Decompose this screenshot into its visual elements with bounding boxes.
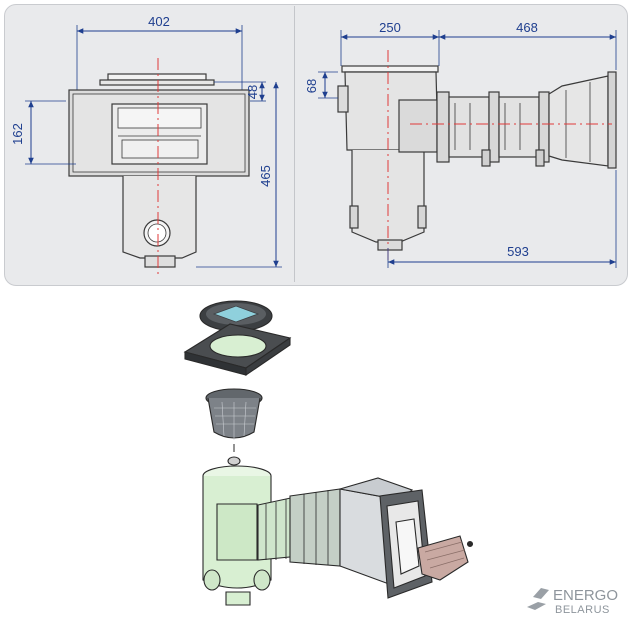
watermark-brand-line1: ENERGO	[553, 587, 618, 604]
watermark-icon	[527, 588, 549, 610]
nozzle-segment-1	[448, 96, 490, 158]
dim-opening-height-label: 162	[10, 123, 25, 145]
lid-plate	[107, 73, 207, 81]
dim-width-label: 402	[148, 14, 170, 29]
dim-total-length-label: 593	[507, 244, 529, 259]
nozzle-sleeve-2	[289, 488, 341, 567]
exploded-assembly	[183, 300, 474, 606]
float-valve	[227, 456, 241, 466]
collar-ring	[209, 334, 267, 358]
mouth-flange	[607, 71, 617, 169]
dim-body-width-label: 250	[379, 20, 401, 35]
panel-divider	[294, 6, 295, 282]
opening-upper	[117, 107, 202, 129]
side-dimensions	[318, 30, 617, 268]
watermark-brand-line2: BELARUS	[555, 604, 610, 616]
screw	[466, 540, 474, 548]
dim-lid-height-label: 68	[304, 79, 319, 93]
skimmer-mouth	[548, 75, 609, 167]
watermark-logo: ENERGO BELARUS	[527, 587, 618, 616]
nozzle-adapter	[398, 99, 438, 153]
lid-rim	[99, 79, 215, 86]
dim-total-height-label: 465	[258, 165, 273, 187]
front-dimensions	[25, 28, 282, 268]
weir-flap	[121, 139, 199, 159]
side-lid	[341, 65, 439, 73]
side-view	[337, 65, 617, 251]
side-drain	[377, 239, 403, 251]
side-port-left	[337, 85, 349, 113]
front-view	[68, 25, 250, 268]
cover-logo-mark	[212, 305, 260, 323]
drain-connector	[144, 255, 176, 268]
dim-top-offset-label: 48	[245, 85, 260, 99]
dim-nozzle-length-label: 468	[516, 20, 538, 35]
weir-flap-3d	[417, 535, 469, 581]
